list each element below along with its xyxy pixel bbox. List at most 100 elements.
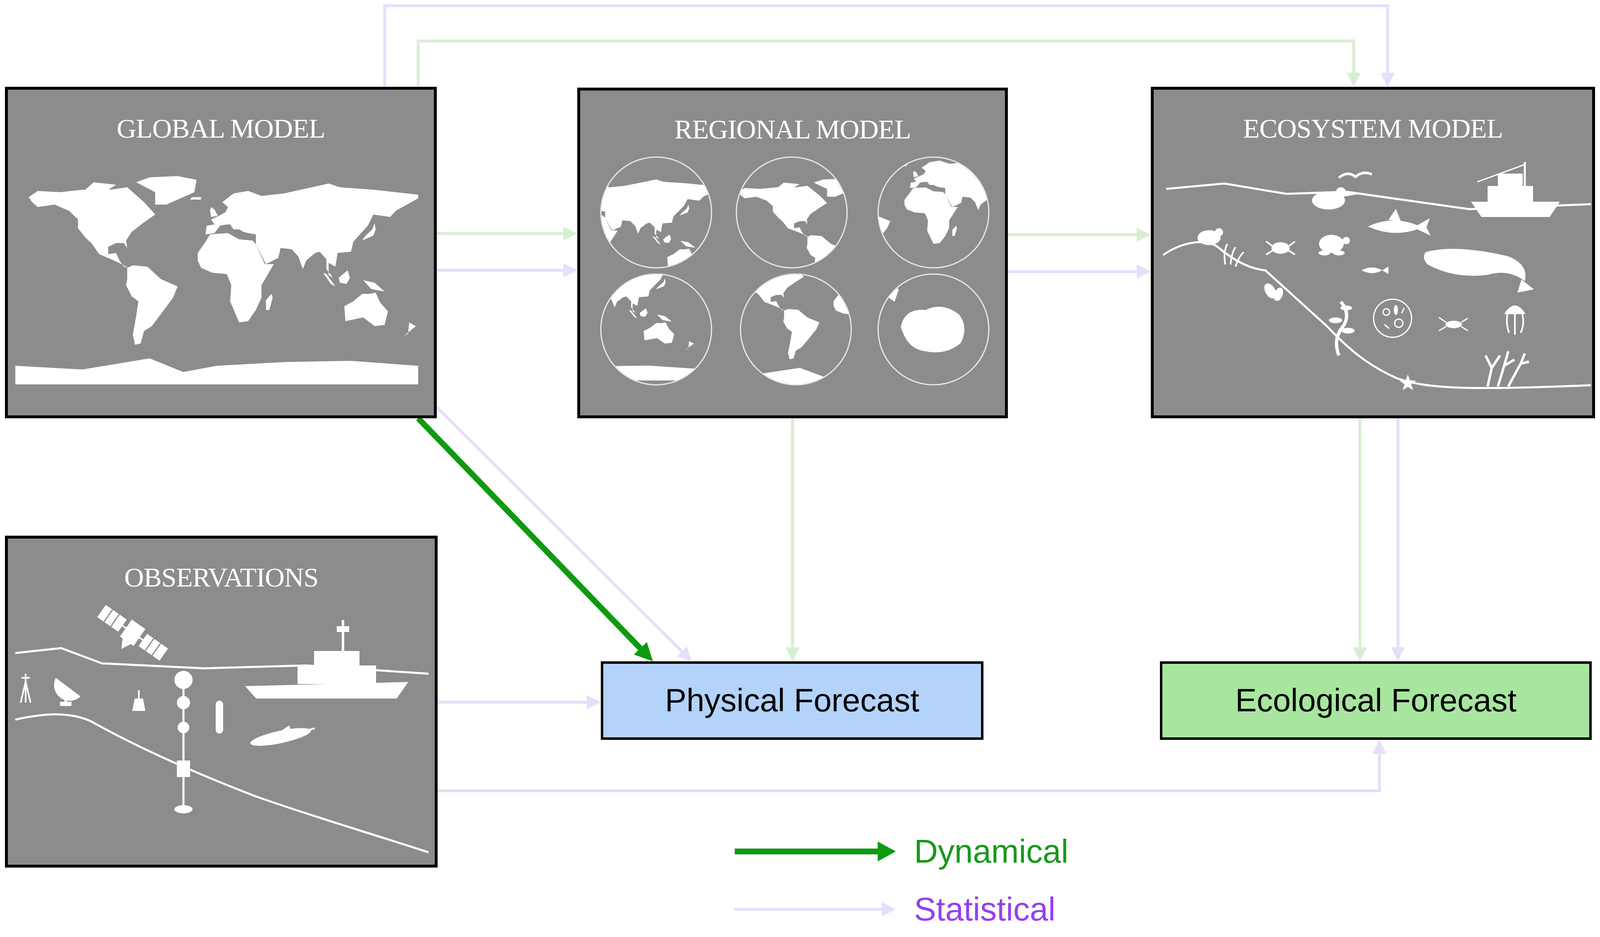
marine-ecosystem-scene-part: [1523, 161, 1527, 202]
dynamical-sample-line: [734, 848, 879, 855]
marine-ecosystem-scene-part: [1272, 286, 1285, 303]
marine-ecosystem-scene-part: [1318, 250, 1331, 256]
physical-forecast-box: Physical Forecast: [600, 661, 984, 740]
observing-system-scene-part: [174, 804, 193, 814]
marine-ecosystem-scene-part: [1497, 173, 1523, 186]
regional-globes-part: [888, 280, 965, 353]
observing-system-scene-part-part: [104, 609, 161, 656]
statistical-arrow-faded: [384, 5, 1388, 87]
observing-system-scene-part: [59, 701, 72, 706]
regional-globes-part-part: [776, 151, 1060, 284]
marine-ecosystem-scene-part: [1342, 190, 1363, 197]
observing-system-scene-part: [132, 698, 146, 711]
global-model-panel: GLOBAL MODEL: [4, 86, 437, 419]
panel-heading: ECOSYSTEM MODEL: [1153, 89, 1593, 145]
marine-ecosystem-scene-part: [1517, 279, 1534, 293]
dynamical-arrow-faded: [418, 40, 1354, 87]
marine-ecosystem-scene-part: [1388, 208, 1401, 222]
dynamical-arrow-faded: [1358, 418, 1362, 648]
world-map: [15, 176, 419, 385]
marine-ecosystem-scene-part: [1340, 305, 1353, 311]
marine-ecosystem-scene-part: [1373, 299, 1412, 338]
observing-system-scene-part: [336, 626, 350, 632]
marine-ecosystem-scene-part: [1399, 374, 1417, 391]
marine-ecosystem-scene-part: [1163, 242, 1591, 389]
legend-dynamical-text: Dynamical: [914, 834, 1069, 868]
observing-system-scene-part-part: [122, 625, 126, 629]
marine-ecosystem-scene-part: [1445, 320, 1462, 329]
regional-globes-part-part: [900, 306, 965, 353]
marine-ecosystem-scene-part: [1504, 305, 1526, 315]
regional-globes-part: [878, 273, 989, 385]
regional-globes-part: [412, 248, 696, 381]
marine-ecosystem-scene-part: [1266, 241, 1296, 255]
forecast-label: Physical Forecast: [664, 681, 920, 720]
observing-system-scene: [15, 602, 429, 853]
statistical-arrow-faded: [1007, 270, 1137, 274]
marine-ecosystem-scene-part: [1471, 201, 1560, 217]
regional-globes: [412, 151, 1060, 385]
marine-ecosystem-scene-part: [1507, 314, 1524, 335]
legend-samples: [734, 841, 896, 917]
statistical-arrow-faded: [436, 269, 564, 272]
legend-statistical-text: Statistical: [914, 892, 1056, 926]
dynamical-arrow-faded: [791, 418, 795, 648]
observing-system-scene-part: [276, 725, 292, 734]
observing-system-scene-part: [176, 760, 191, 777]
observing-system-scene-part: [90, 602, 170, 671]
marine-ecosystem-scene: [1163, 161, 1591, 391]
statistical-sample-head: [881, 902, 896, 917]
observing-system-scene-part: [249, 724, 313, 750]
observing-system-scene-part: [245, 681, 409, 699]
observing-system-scene-part: [305, 728, 315, 731]
regional-globes-part-part: [412, 248, 696, 381]
marine-ecosystem-scene-part: [1393, 304, 1398, 315]
observing-system-scene-part: [65, 689, 69, 703]
regional-globes-part: [600, 157, 712, 268]
dynamical-arrow: [418, 418, 641, 648]
observing-system-scene-part: [297, 665, 377, 684]
dynamical-sample-head: [877, 841, 896, 862]
ecological-forecast-box: Ecological Forecast: [1159, 661, 1592, 740]
ecosystem-model-panel: ECOSYSTEM MODEL: [1150, 86, 1596, 419]
observing-system-scene-part-part: [139, 637, 143, 640]
marine-ecosystem-scene-part: [1361, 266, 1389, 274]
marine-ecosystem-scene-part: [1487, 185, 1534, 202]
marine-ecosystem-scene-part: [1341, 327, 1355, 334]
regional-globes-part: [878, 157, 989, 268]
panel-heading: REGIONAL MODEL: [580, 90, 1005, 146]
marine-ecosystem-scene-part: [1384, 307, 1405, 329]
regional-globes-part-part: [705, 252, 989, 385]
marine-ecosystem-scene-part: [1394, 319, 1403, 328]
marine-ecosystem-scene-part: [1328, 317, 1343, 324]
observing-system-scene-part-part: [138, 633, 168, 661]
regional-globes-part: [705, 252, 989, 385]
statistical-arrow-faded: [436, 407, 682, 652]
dynamical-arrow-faded: [1007, 233, 1137, 237]
marine-ecosystem-scene-part: [1477, 164, 1525, 182]
regional-globes-part: [736, 157, 848, 268]
observations-panel: OBSERVATIONS: [4, 535, 438, 868]
marine-ecosystem-scene-part: [1333, 250, 1345, 256]
panel-heading: GLOBAL MODEL: [7, 89, 434, 145]
forecast-label: Ecological Forecast: [1235, 681, 1517, 720]
statistical-arrow-faded: [437, 753, 1380, 791]
statistical-arrow-faded: [437, 700, 587, 704]
marine-ecosystem-scene-part: [1423, 248, 1526, 281]
marine-ecosystem-scene-part: [1319, 234, 1344, 253]
marine-ecosystem-scene-part: [1438, 317, 1468, 331]
panel-ground: [4, 535, 438, 868]
marine-ecosystem-scene-part: [1485, 351, 1529, 387]
observing-system-scene-part-part: [97, 604, 127, 632]
observing-system-scene-part-part: [117, 638, 131, 653]
regional-globes-part: [776, 151, 1060, 284]
regional-globes-part: [740, 273, 852, 385]
regional-model-panel: REGIONAL MODEL: [577, 87, 1008, 419]
observing-system-scene-part: [15, 714, 429, 853]
statistical-sample-line: [734, 907, 883, 911]
observing-system-scene-part: [314, 650, 360, 666]
panel-heading: OBSERVATIONS: [7, 538, 435, 593]
marine-ecosystem-scene-part: [1214, 228, 1224, 237]
regional-globes-part: [600, 273, 712, 385]
